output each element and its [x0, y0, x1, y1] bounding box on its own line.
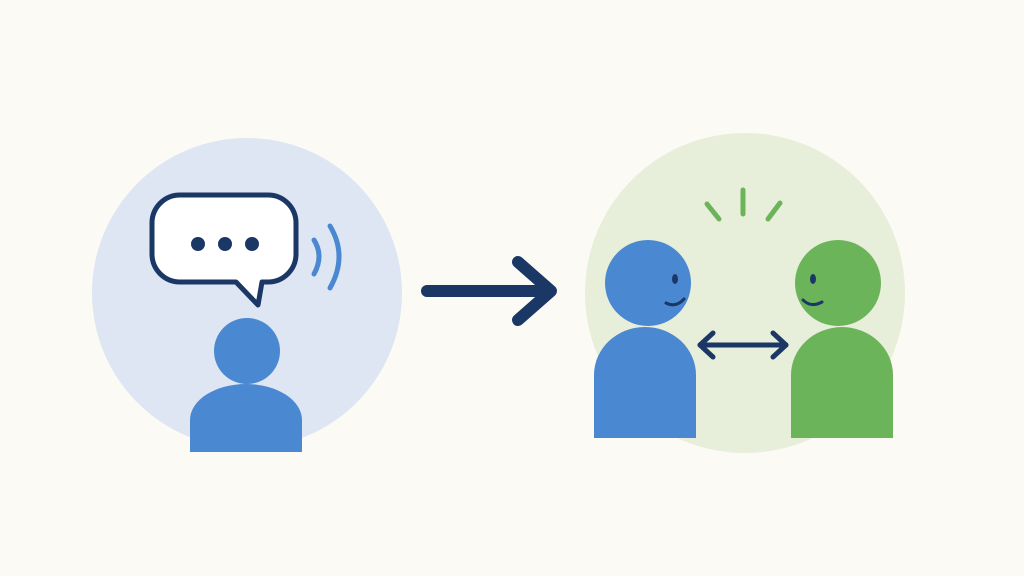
green-person-icon — [791, 240, 893, 438]
sound-waves-icon — [311, 223, 342, 291]
left-scene — [92, 138, 402, 452]
blue-person-icon — [594, 240, 696, 438]
double-arrow-icon — [697, 330, 789, 360]
sparkle-icon — [704, 187, 783, 222]
person-icon — [190, 318, 302, 452]
right-scene — [585, 133, 905, 453]
speech-bubble-icon — [149, 192, 299, 308]
arrow-right-icon — [421, 256, 557, 326]
